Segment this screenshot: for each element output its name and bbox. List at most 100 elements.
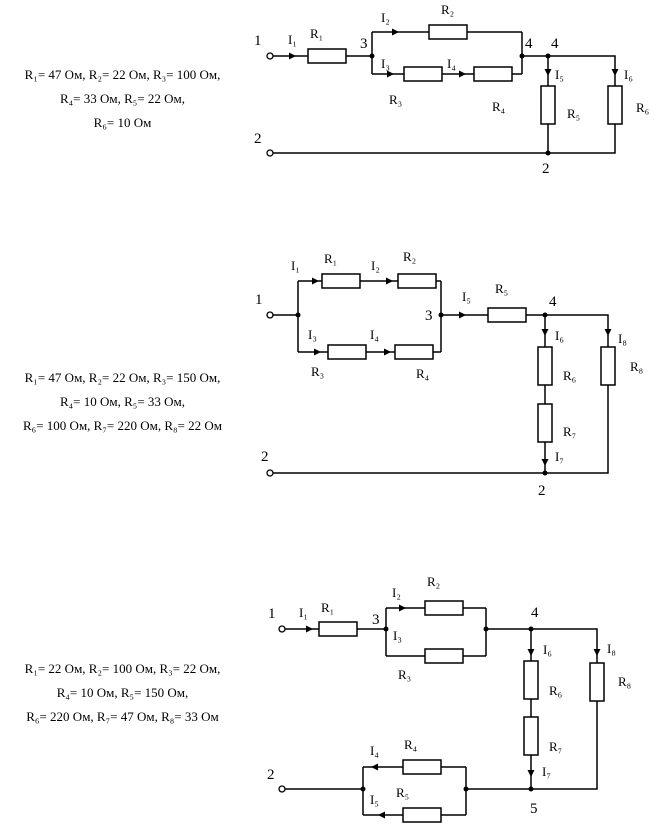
current-label: I₇ xyxy=(542,764,551,779)
resistor-label: R₄ xyxy=(416,366,430,381)
terminal xyxy=(266,52,274,60)
current-label: I₁ xyxy=(291,258,300,273)
resistor-r4 xyxy=(394,344,434,360)
current-label: I₅ xyxy=(370,792,379,807)
current-arrow-i1 xyxy=(306,625,313,633)
node-label: 1 xyxy=(268,606,276,622)
resistor-r5 xyxy=(487,307,527,323)
terminal xyxy=(266,149,274,157)
node-label: 4 xyxy=(531,605,539,621)
node-label: 4 xyxy=(549,294,557,310)
current-label: I₄ xyxy=(370,743,379,758)
param-line: R₆= 10 Ом xyxy=(93,115,152,130)
resistor-label: R₆ xyxy=(636,100,649,115)
node-dot xyxy=(542,470,548,476)
node-dot xyxy=(438,312,444,318)
node-dot xyxy=(542,312,548,318)
param-line: R₆= 100 Ом, R₇= 220 Ом, R₈= 22 Ом xyxy=(23,418,222,433)
node-dot xyxy=(545,150,551,156)
circuit-1-schematic: 1 2 2 3 4 4 I₁ R₁ I₂ R₂ I₃ I₄ R₃ R₄ I₅ R… xyxy=(254,2,649,177)
current-arrow-i1 xyxy=(312,277,319,285)
current-label: I₆ xyxy=(555,328,564,343)
current-label: I₆ xyxy=(543,642,552,657)
node-dot xyxy=(383,626,389,632)
terminal xyxy=(278,625,286,633)
param-line: R₄= 10 Ом, R₅= 150 Ом, xyxy=(56,685,189,700)
circuit-2-schematic: 1 2 2 3 4 I₁ R₁ I₂ R₂ I₃ I₄ R₃ R₄ I₅ R₅ … xyxy=(255,249,643,499)
current-arrow-i1 xyxy=(289,52,296,60)
resistor-label: R₂ xyxy=(403,249,416,264)
node-dot xyxy=(528,626,534,632)
current-arrow-i6 xyxy=(541,329,549,336)
node-label: 2 xyxy=(267,767,275,783)
resistor-label: R₂ xyxy=(427,574,440,589)
node-label: 1 xyxy=(254,33,262,49)
node-label: 2 xyxy=(254,131,262,147)
resistor-label: R₇ xyxy=(549,739,562,754)
current-arrow-i3 xyxy=(387,70,394,78)
resistor-r4 xyxy=(473,66,513,82)
node-dot xyxy=(369,53,375,59)
wire xyxy=(284,607,598,816)
current-arrow-i6 xyxy=(527,649,535,656)
current-arrow-i5 xyxy=(544,69,552,76)
current-label: I₁ xyxy=(299,605,308,620)
current-arrow-i2 xyxy=(392,28,399,36)
resistor-r3 xyxy=(424,648,464,664)
param-line: R₄= 10 Ом, R₅= 33 Ом, xyxy=(59,394,186,409)
circuit-3-parameters: R₁= 22 Ом, R₂= 100 Ом, R₃= 22 Ом, R₄= 10… xyxy=(0,657,245,729)
resistor-label: R₆ xyxy=(549,683,562,698)
current-arrow-i3 xyxy=(314,348,321,356)
current-arrow-i2 xyxy=(399,604,406,612)
resistor-r7 xyxy=(523,716,539,756)
resistor-label: R₄ xyxy=(492,99,506,114)
resistor-r1 xyxy=(318,621,358,637)
resistor-label: R₅ xyxy=(495,281,508,296)
circuit-3-schematic: 1 2 3 4 5 I₁ R₁ I₂ R₂ I₃ R₃ I₄ R₄ I₅ R₅ … xyxy=(267,574,631,823)
resistor-label: R₁ xyxy=(310,26,323,41)
current-label: I₄ xyxy=(447,56,456,71)
node-label: 3 xyxy=(372,612,380,628)
resistor-r7 xyxy=(537,403,553,443)
terminal xyxy=(278,785,286,793)
resistor-r6 xyxy=(607,85,623,125)
resistor-label: R₅ xyxy=(396,785,409,800)
current-label: I₅ xyxy=(555,67,564,82)
resistor-r5 xyxy=(402,807,442,823)
resistor-r8 xyxy=(589,662,605,702)
current-label: I₄ xyxy=(370,327,379,342)
node-label: 3 xyxy=(425,308,433,324)
current-arrow-i4 xyxy=(371,763,378,771)
resistor-r8 xyxy=(600,346,616,386)
current-label: I₈ xyxy=(618,331,627,346)
circuit-2-parameters: R₁= 47 Ом, R₂= 22 Ом, R₃= 150 Ом, R₄= 10… xyxy=(0,366,245,438)
terminal xyxy=(266,469,274,477)
node-label: 4 xyxy=(525,36,533,52)
current-label: I₂ xyxy=(371,258,380,273)
node-label: 4 xyxy=(551,36,559,52)
current-label: I₆ xyxy=(624,67,633,82)
resistor-label: R₃ xyxy=(311,364,324,379)
node-label: 2 xyxy=(538,483,546,499)
param-line: R₁= 47 Ом, R₂= 22 Ом, R₃= 100 Ом, xyxy=(24,67,221,82)
current-label: I₇ xyxy=(555,449,564,464)
current-label: I₂ xyxy=(392,585,401,600)
resistor-r1 xyxy=(307,48,347,64)
node-dot xyxy=(483,626,489,632)
current-label: I₂ xyxy=(381,10,390,25)
resistor-label: R₆ xyxy=(563,368,576,383)
resistor-r5 xyxy=(540,85,556,125)
current-arrow-i5 xyxy=(459,311,466,319)
param-line: R₁= 22 Ом, R₂= 100 Ом, R₃= 22 Ом, xyxy=(24,661,221,676)
current-arrow-i8 xyxy=(593,649,601,656)
resistor-label: R₄ xyxy=(404,737,418,752)
resistor-r4 xyxy=(402,759,442,775)
resistor-label: R₁ xyxy=(321,600,334,615)
node-label: 2 xyxy=(261,449,269,465)
current-label: I₈ xyxy=(607,641,616,656)
resistor-label: R₈ xyxy=(618,674,631,689)
terminal xyxy=(266,311,274,319)
resistor-label: R₁ xyxy=(324,251,337,266)
node-dot xyxy=(519,53,525,59)
